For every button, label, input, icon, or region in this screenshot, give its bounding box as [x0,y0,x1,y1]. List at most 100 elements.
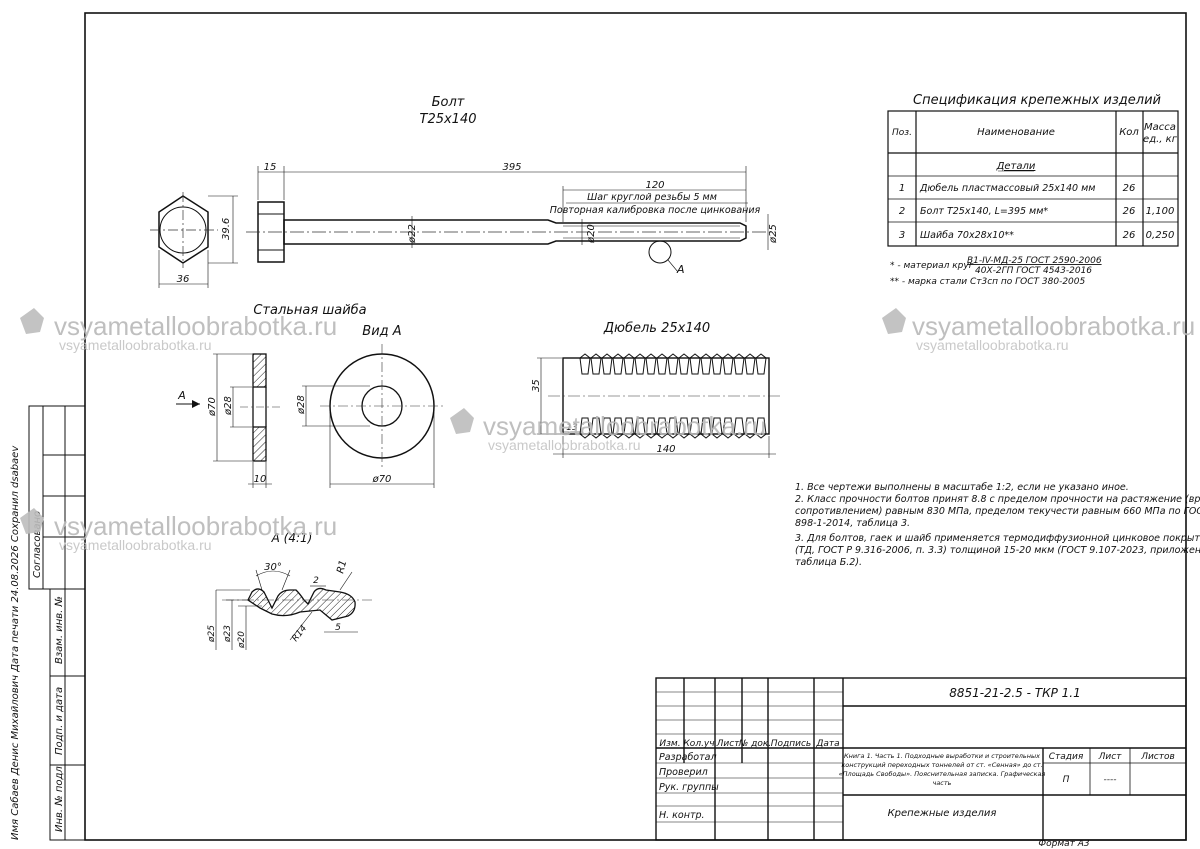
dowel-rib [733,417,745,439]
dowel-rib [689,353,701,375]
watermark-text: vsyametalloobrabotka.ru [54,511,337,541]
thread-profile [247,587,356,621]
tb-sign: Подпись [771,739,811,749]
bolt-subtitle: Т25х140 [420,112,477,127]
dowel-rib [678,353,690,375]
watermark-text-small: vsyametalloobrabotka.ru [59,537,212,553]
dowel-rib [700,417,712,439]
dim-view-d70: ø70 [372,474,392,485]
spec-row-qty: 26 [1123,206,1136,217]
note-line: 3. Для болтов, гаек и шайб применяется т… [795,533,1200,544]
spec-head-name: Наименование [977,127,1055,138]
printed-by-text: Имя Сабаев Денис Михайлович Дата печати … [9,445,21,840]
dowel-rib [612,417,624,439]
spec-row-name: Болт Т25х140, L=395 мм* [920,206,1048,217]
watermark-text: vsyametalloobrabotka.ru [912,311,1195,341]
footnote-1c: 40Х-2ГП ГОСТ 4543-2016 [975,266,1092,276]
spec-section: Детали [996,161,1036,172]
dim-head-h: 39.6 [221,218,232,240]
tb-desc-2: конструкций переходных тоннелей от ст. «… [841,761,1042,769]
note-line: 898-1-2014, таблица 3. [795,518,910,529]
dowel-rib [623,353,635,375]
spec-row-name: Дюбель пластмассовый 25х140 мм [919,183,1095,194]
dowel-rib [612,353,624,375]
inv-vzam-label: Взам. инв. № [54,596,65,664]
washer-title: Стальная шайба [253,303,366,318]
detail-d25: ø25 [207,625,217,643]
spec-row: 3 Шайба 70х28х10** 26 0,250 [899,230,1175,241]
detail-r1: R1 [335,559,349,575]
tb-desc-1: Книга 1. Часть 1. Подходные выработки и … [844,752,1040,760]
footnote-1a: * - материал круг [890,261,974,271]
dowel-rib [634,353,646,375]
dowel-rib [667,417,679,439]
side-stamp [28,405,86,841]
detail-a-callout [648,240,672,264]
spec-row-pos: 3 [899,230,905,241]
inv-podl-label: Инв. № подл. [54,763,65,832]
tb-list-val: ---- [1104,775,1117,785]
dowel-rib [700,353,712,375]
tb-razrab: Разработал [659,752,717,763]
tb-sheet-name: Крепежные изделия [888,808,997,819]
tb-stadia-val: П [1063,775,1070,785]
dowel-rib [601,417,613,439]
section-arrow-label: А [177,389,186,402]
dowel-rib [579,417,591,439]
tb-izm: Изм. [659,739,680,749]
dowel-rib [744,353,756,375]
note-line: таблица Б.2). [795,557,862,568]
detail-d23: ø23 [223,625,233,643]
dowel-rib [645,417,657,439]
watermark-text: vsyametalloobrabotka.ru [483,411,766,441]
spec-row: 1 Дюбель пластмассовый 25х140 мм 26 [899,183,1136,194]
dim-thread-length: 120 [645,180,664,191]
footnote-2: ** - марка стали Ст3сп по ГОСТ 380-2005 [890,277,1086,287]
dowel-rib [711,353,723,375]
spec-head-pos: Поз. [892,128,912,138]
dowel-rib [590,353,602,375]
dowel-rib [755,353,767,375]
spec-head-qty: Кол [1119,127,1139,138]
tb-list-h: Лист [1098,752,1123,762]
spec-title: Спецификация крепежных изделий [913,93,1161,108]
dowel-rib [623,417,635,439]
detail-w5: 5 [335,623,341,633]
dim-washer-d28: ø28 [223,396,234,416]
tb-format: Формат А3 [1038,839,1090,849]
tb-list: Лист [716,739,741,749]
tb-date: Дата [815,739,839,749]
detail-d20: ø20 [237,631,247,649]
dim-d22: ø22 [407,224,418,244]
dowel-rib [744,417,756,439]
dim-head-w: 36 [177,274,190,285]
footnote-1b: В1-IV-МД-25 ГОСТ 2590-2006 [967,256,1102,266]
detail-a-drawing: А (4:1) 30° R1 2 5 R14 ø25 ø23 ø20 [207,531,372,650]
bolt-title: Болт [432,95,465,110]
dowel-rib [656,417,668,439]
watermark-text-small: vsyametalloobrabotka.ru [59,337,212,353]
tb-desc-4: часть [932,779,951,787]
spec-row: 2 Болт Т25х140, L=395 мм* 26 1,100 [899,206,1175,217]
tb-stadia: Стадия [1049,752,1084,762]
dim-d20: ø20 [586,224,597,244]
dowel-rib [645,353,657,375]
dim-washer-thick: 10 [254,474,267,485]
tb-doc: № док. [738,739,771,749]
dim-d25: ø25 [768,224,779,244]
dowel-rib [634,417,646,439]
dowel-rib [656,353,668,375]
tb-desc-3: «Площадь Свободы». Пояснительная записка… [839,770,1046,778]
dowel-rib [579,353,591,375]
detail-r14: R14 [290,624,309,644]
spec-row-qty: 26 [1123,230,1136,241]
dowel-rib [733,353,745,375]
sign-date-label: Подп. и дата [54,687,65,755]
view-a-title: Вид А [362,324,401,339]
tb-nkontr: Н. контр. [659,810,705,821]
tb-ruk: Рук. группы [659,782,719,793]
note-line: 1. Все чертежи выполнены в масштабе 1:2,… [795,482,1129,493]
dim-view-d28: ø28 [296,395,307,415]
dim-dowel-s: 13 [566,423,578,433]
